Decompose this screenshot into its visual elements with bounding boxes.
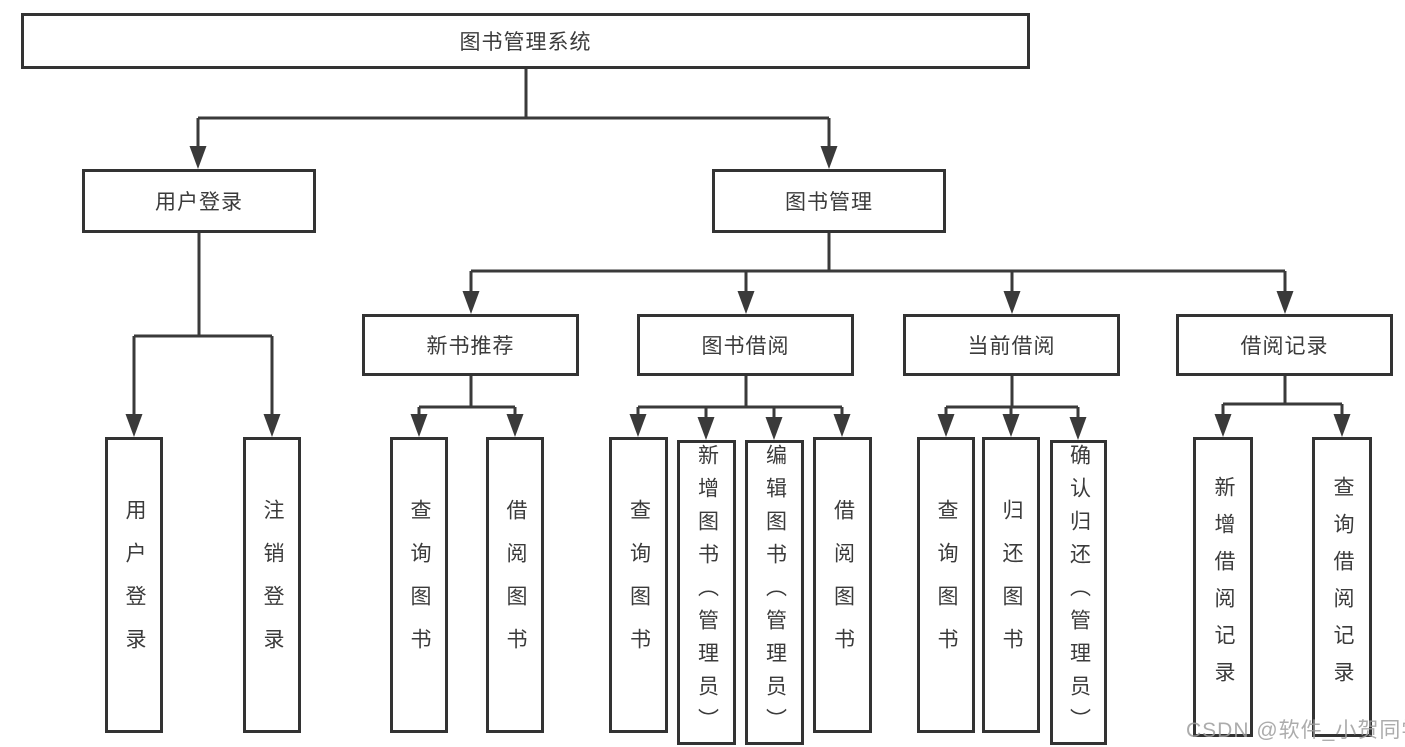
arrowhead-book-borrowing-split-0 [629, 414, 647, 437]
leaf-user-login-label: 用户登录 [123, 499, 146, 671]
leaf-cb-confirm-return-admin-label: 确认归还（管理员） [1067, 444, 1091, 741]
arrowhead-book-borrowing-split-3 [833, 414, 851, 437]
leaf-cb-return-books: 归还图书 [982, 437, 1040, 733]
arrowhead-user-login-split-1 [263, 414, 281, 437]
arrowhead-current-borrowing-split-0 [937, 414, 955, 437]
arrowhead-current-borrowing-split-2 [1069, 417, 1087, 440]
root-library-system: 图书管理系统 [21, 13, 1030, 69]
leaf-bb-add-books-admin: 新增图书（管理员） [677, 440, 736, 745]
leaf-bb-borrow-books: 借阅图书 [813, 437, 872, 733]
leaf-logout: 注销登录 [243, 437, 301, 733]
book-management-module-label: 图书管理 [785, 191, 873, 214]
current-borrowing: 当前借阅 [903, 314, 1120, 376]
arrowhead-new-book-split-1 [506, 414, 524, 437]
leaf-bb-edit-books-admin: 编辑图书（管理员） [745, 440, 804, 745]
leaf-br-query-record: 查询借阅记录 [1312, 437, 1372, 737]
leaf-user-login: 用户登录 [105, 437, 163, 733]
leaf-nb-borrow-books: 借阅图书 [486, 437, 544, 733]
borrowing-records-label: 借阅记录 [1240, 335, 1329, 358]
leaf-bb-query-books-label: 查询图书 [627, 499, 651, 671]
arrowhead-book-management-split-0 [462, 291, 480, 314]
leaf-br-add-record-label: 新增借阅记录 [1212, 476, 1235, 698]
book-borrowing: 图书借阅 [637, 314, 854, 376]
leaf-bb-edit-books-admin-label: 编辑图书（管理员） [763, 444, 787, 741]
leaf-bb-borrow-books-label: 借阅图书 [831, 499, 855, 671]
leaf-cb-query-books: 查询图书 [917, 437, 975, 733]
borrowing-records: 借阅记录 [1176, 314, 1393, 376]
arrowhead-root-split-1 [820, 146, 838, 169]
root-library-system-label: 图书管理系统 [459, 31, 592, 54]
leaf-nb-borrow-books-label: 借阅图书 [504, 499, 527, 671]
csdn-watermark: CSDN @软件_小贺同学 [1186, 719, 1405, 742]
leaf-logout-label: 注销登录 [261, 499, 284, 671]
current-borrowing-label: 当前借阅 [967, 335, 1056, 358]
leaf-br-add-record: 新增借阅记录 [1193, 437, 1253, 737]
arrowhead-current-borrowing-split-1 [1002, 414, 1020, 437]
arrowhead-book-borrowing-split-1 [697, 417, 715, 440]
new-book-recommend-label: 新书推荐 [426, 335, 515, 358]
arrowhead-book-management-split-3 [1276, 291, 1294, 314]
arrowhead-book-borrowing-split-2 [765, 417, 783, 440]
leaf-cb-return-books-label: 归还图书 [1000, 499, 1023, 671]
user-login-module: 用户登录 [82, 169, 316, 233]
leaf-cb-query-books-label: 查询图书 [935, 499, 958, 671]
new-book-recommend: 新书推荐 [362, 314, 579, 376]
leaf-cb-confirm-return-admin: 确认归还（管理员） [1050, 440, 1107, 745]
leaf-nb-query-books: 查询图书 [390, 437, 448, 733]
user-login-module-label: 用户登录 [155, 191, 243, 214]
leaf-bb-query-books: 查询图书 [609, 437, 668, 733]
arrowhead-book-management-split-1 [737, 291, 755, 314]
book-management-module: 图书管理 [712, 169, 946, 233]
arrowhead-book-management-split-2 [1003, 291, 1021, 314]
arrowhead-root-split-0 [189, 146, 207, 169]
leaf-bb-add-books-admin-label: 新增图书（管理员） [695, 444, 719, 741]
arrowhead-user-login-split-0 [125, 414, 143, 437]
leaf-nb-query-books-label: 查询图书 [408, 499, 431, 671]
arrowhead-borrowing-records-split-0 [1214, 414, 1232, 437]
leaf-br-query-record-label: 查询借阅记录 [1331, 476, 1354, 698]
book-borrowing-label: 图书借阅 [701, 335, 790, 358]
arrowhead-borrowing-records-split-1 [1333, 414, 1351, 437]
arrowhead-new-book-split-0 [410, 414, 428, 437]
